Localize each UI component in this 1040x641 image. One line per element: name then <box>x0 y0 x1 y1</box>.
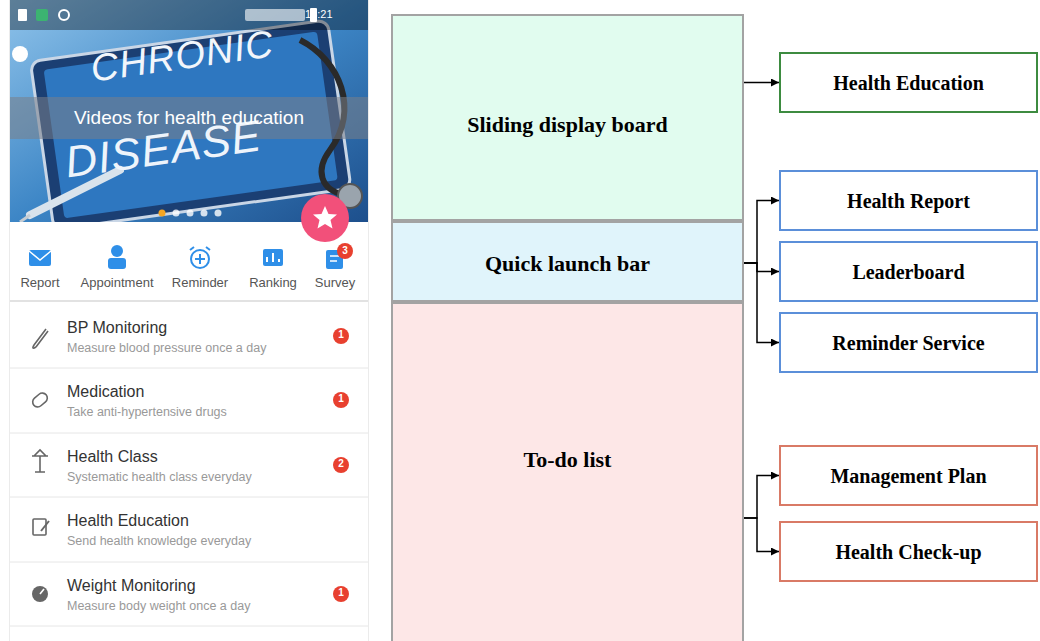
launch-label: Reminder <box>172 276 228 291</box>
task-subtitle: Measure body weight once a day <box>67 599 250 613</box>
launch-label: Report <box>20 276 59 291</box>
connector-arrow <box>744 82 779 84</box>
node-label: Quick launch bar <box>485 251 650 277</box>
row-separator <box>10 300 368 302</box>
badge-count: 2 <box>338 458 344 470</box>
pager-dot <box>159 210 166 217</box>
display-band: Sliding display board <box>391 14 744 221</box>
favorite-button <box>301 194 349 242</box>
banner-caption: Videos for health education <box>74 107 304 129</box>
alarm-bells <box>190 247 210 250</box>
status-icons <box>245 9 305 21</box>
pager-dot <box>187 210 194 217</box>
row-separator <box>10 626 368 627</box>
connector-arrow <box>744 518 779 552</box>
star-icon <box>313 206 337 229</box>
badge-count: 1 <box>338 393 344 405</box>
badge-count: 3 <box>342 245 348 257</box>
task-subtitle: Measure blood pressure once a day <box>67 341 266 355</box>
launch-band: Quick launch bar <box>391 221 744 302</box>
pager-dot <box>173 210 180 217</box>
pill-icon <box>31 391 50 409</box>
badge-count: 1 <box>338 587 344 599</box>
connector-arrow <box>744 263 779 272</box>
node-label: Sliding display board <box>467 112 668 138</box>
node-label: Management Plan <box>830 464 986 488</box>
scale-needle <box>40 589 44 594</box>
ranking-bars <box>267 253 279 262</box>
app-body <box>10 222 368 641</box>
launch-label: Ranking <box>249 276 297 291</box>
status-icon <box>18 9 27 21</box>
notification-badge <box>333 328 349 344</box>
survey-lines <box>330 256 339 261</box>
notification-badge <box>333 457 349 473</box>
notification-badge <box>337 243 353 259</box>
status-icon <box>59 10 69 20</box>
row-separator <box>10 562 368 563</box>
task-title: Weight Monitoring <box>67 577 196 595</box>
task-title: Medication <box>67 383 144 401</box>
connector-arrow <box>744 476 779 519</box>
ranking-board <box>263 249 283 266</box>
alarm-plus <box>195 254 205 264</box>
node-label: Health Check-up <box>835 540 981 564</box>
profile-icon <box>12 46 28 62</box>
doc-pen <box>41 521 49 531</box>
connector-arrow <box>744 263 779 343</box>
envelope-flap <box>29 251 51 260</box>
module-box: Health Education <box>779 52 1038 113</box>
todo-band: To-do list <box>391 302 744 641</box>
task-title: Health Class <box>67 448 158 466</box>
task-subtitle: Systematic health class everyday <box>67 470 252 484</box>
launch-label: Survey <box>315 276 355 291</box>
row-separator <box>10 368 368 369</box>
phone-screen <box>10 0 368 641</box>
status-icon <box>36 9 48 21</box>
row-separator <box>10 433 368 434</box>
module-box: Management Plan <box>779 445 1038 506</box>
ranking-icon <box>263 249 283 266</box>
module-box: Leaderboard <box>779 241 1038 302</box>
module-box: Reminder Service <box>779 312 1038 373</box>
notification-badge <box>333 586 349 602</box>
person-body <box>108 258 126 269</box>
badge-count: 1 <box>338 329 344 341</box>
tablet-illustration <box>30 20 351 230</box>
envelope-body <box>29 250 51 266</box>
node-label: Health Education <box>833 71 984 95</box>
task-title: Health Education <box>67 512 189 530</box>
pager-dot <box>215 210 222 217</box>
reminder-icon <box>190 247 210 268</box>
launch-label: Appointment <box>81 276 154 291</box>
appointment-icon <box>108 245 126 269</box>
node-label: Leaderboard <box>852 260 964 284</box>
status-bar <box>10 0 368 30</box>
pill-outline <box>31 391 50 409</box>
connector-arrow <box>744 201 779 264</box>
node-label: Health Report <box>847 189 970 213</box>
class-icon <box>32 450 48 472</box>
task-title: BP Monitoring <box>67 319 167 337</box>
module-box: Health Check-up <box>779 521 1038 582</box>
task-subtitle: Send health knowledge everyday <box>67 534 251 548</box>
status-time: 15:21 <box>305 8 333 21</box>
tablet-frame <box>30 20 351 230</box>
pager-dot <box>201 210 208 217</box>
task-subtitle: Take anti-hypertensive drugs <box>67 405 227 419</box>
notification-badge <box>333 392 349 408</box>
report-icon <box>29 250 51 266</box>
node-label: Reminder Service <box>832 331 984 355</box>
alarm-clock <box>191 250 209 268</box>
module-box: Health Report <box>779 170 1038 231</box>
syringe-needle <box>20 215 30 222</box>
scale-icon <box>32 586 48 602</box>
node-label: To-do list <box>524 447 612 473</box>
pen-icon <box>33 329 48 348</box>
person-head <box>111 245 123 257</box>
row-separator <box>10 497 368 498</box>
